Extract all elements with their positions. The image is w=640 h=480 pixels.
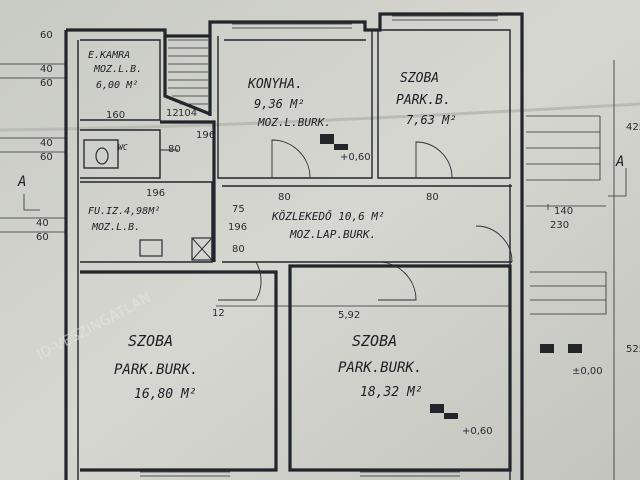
- outside-level: ±0,00: [572, 366, 603, 377]
- dim-12b: 12: [212, 308, 225, 319]
- furdo-name: FU.IZ.4,98M²: [88, 206, 160, 217]
- dim-230: 230: [550, 220, 569, 231]
- dim-160: 160: [106, 110, 125, 121]
- dim-425: 425: [626, 122, 640, 133]
- dim-140: 140: [554, 206, 573, 217]
- left-room-name: SZOBA: [128, 332, 173, 350]
- corridor-name: KÖZLEKEDŐ 10,6 M²: [271, 209, 385, 223]
- dim-80d: 80: [232, 244, 245, 255]
- dim-196c: 196: [146, 188, 165, 199]
- dim-80b: 80: [278, 192, 291, 203]
- kamra-name: E.KAMRA: [88, 50, 130, 61]
- room-level: +0,60: [462, 426, 493, 437]
- dim-60d: 60: [40, 30, 53, 41]
- dim-60c: 60: [36, 232, 49, 243]
- door-swings: [160, 139, 513, 301]
- kamra-floor: MOZ.L.B.: [93, 64, 142, 75]
- wc-label: WC: [118, 143, 128, 152]
- paper-fold: [0, 102, 640, 132]
- small-room-floor: PARK.B.: [396, 93, 451, 108]
- dim-104: 104: [178, 108, 197, 119]
- dimension-lines: [0, 60, 615, 480]
- small-room-name: SZOBA: [400, 71, 439, 86]
- left-room-area: 16,80 M²: [134, 387, 197, 402]
- konyha-area: 9,36 M²: [254, 97, 305, 111]
- section-mark-left: A: [17, 174, 26, 190]
- stair-treads: [168, 39, 607, 315]
- section-mark-right: A: [615, 154, 624, 170]
- dim-592: 5,92: [338, 310, 360, 321]
- small-room-area: 7,63 M²: [406, 113, 457, 127]
- dim-196b: 196: [228, 222, 247, 233]
- kitchen-level: +0,60: [340, 152, 371, 163]
- right-room-area: 18,32 M²: [360, 385, 423, 400]
- dim-60a: 60: [40, 78, 53, 89]
- fixtures: [83, 139, 213, 261]
- furdo-floor: MOZ.L.B.: [91, 222, 140, 233]
- dim-525: 525: [626, 344, 640, 355]
- dim-60b: 60: [40, 152, 53, 163]
- level-markers: [320, 134, 582, 419]
- dim-40a: 40: [40, 64, 53, 75]
- corridor-floor: MOZ.LAP.BURK.: [289, 228, 376, 241]
- dim-75: 75: [232, 204, 245, 215]
- dim-80a: 80: [168, 144, 181, 155]
- dimension-labels: 40 60 40 60 40 60 160 12 104 196 196 196…: [36, 30, 640, 355]
- right-room-name: SZOBA: [352, 332, 397, 350]
- kamra-area: 6,00 M²: [96, 80, 138, 91]
- dim-80c: 80: [426, 192, 439, 203]
- dim-40b: 40: [40, 138, 53, 149]
- konyha-floor: MOZ.L.BURK.: [257, 116, 331, 129]
- left-room-floor: PARK.BURK.: [114, 362, 198, 378]
- right-room-floor: PARK.BURK.: [338, 360, 422, 376]
- konyha-name: KONYHA.: [247, 77, 303, 92]
- dim-196a: 196: [196, 130, 215, 141]
- dim-12a: 12: [166, 108, 179, 119]
- room-labels: E.KAMRA MOZ.L.B. 6,00 M² KONYHA. 9,36 M²…: [88, 50, 457, 402]
- walls: [64, 12, 524, 480]
- dim-40c: 40: [36, 218, 49, 229]
